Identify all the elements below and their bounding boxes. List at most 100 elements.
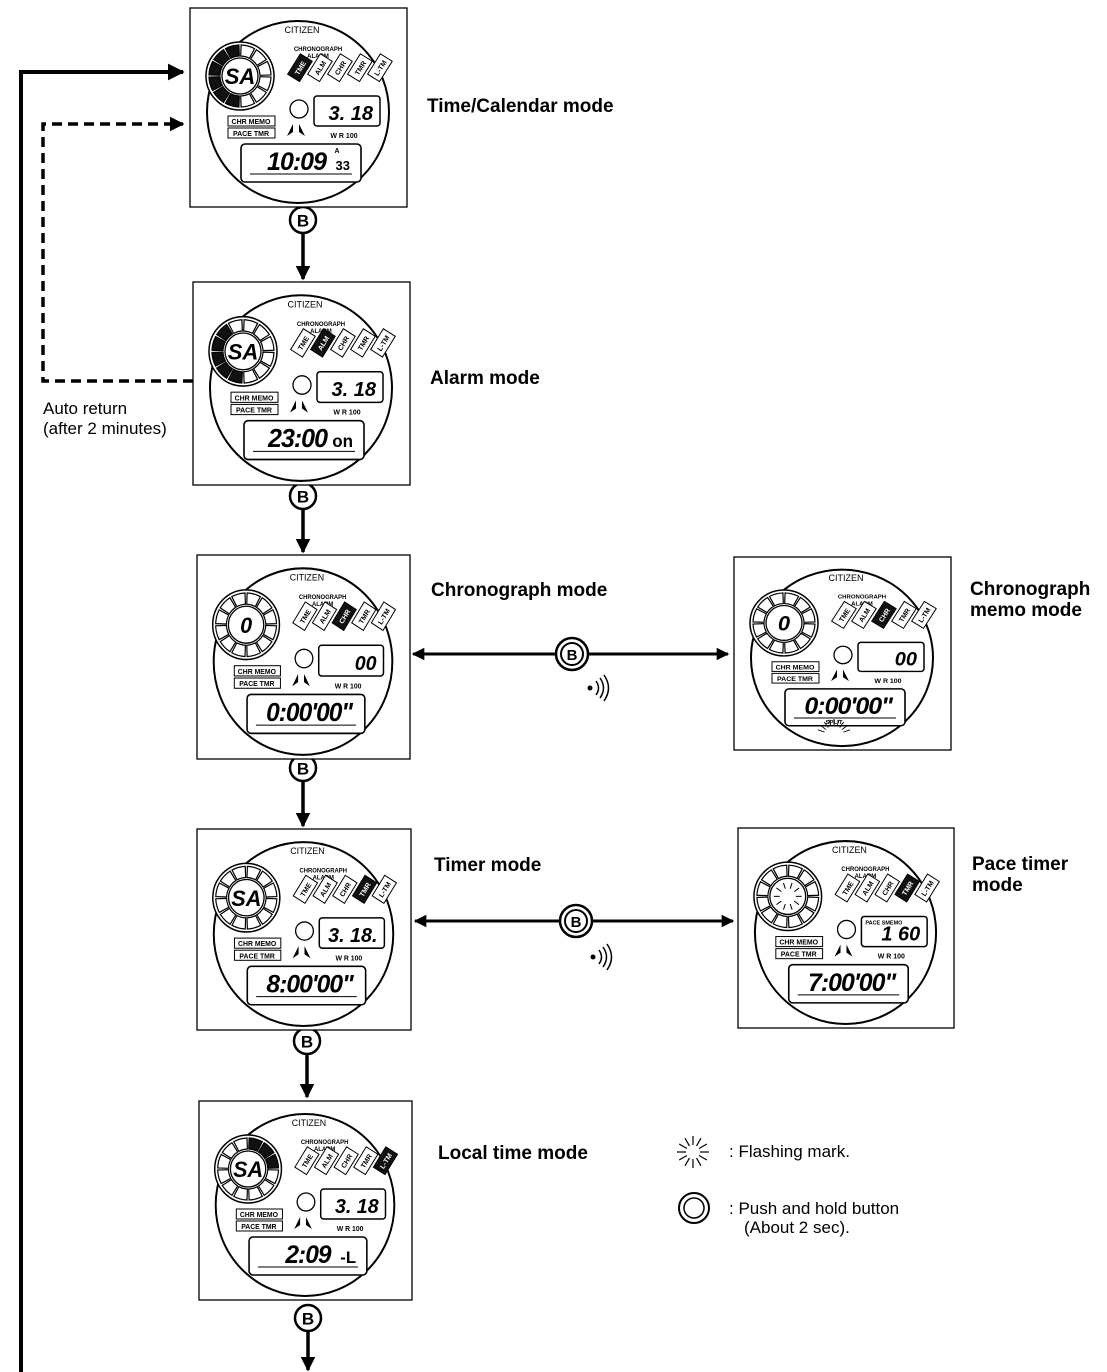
sound-icon	[587, 674, 610, 702]
logo-icon	[294, 1217, 312, 1229]
am-indicator: A	[334, 148, 339, 155]
wr-label: W R 100	[335, 955, 362, 962]
mode-tab-box	[353, 1146, 379, 1176]
ring-segment	[756, 596, 775, 614]
brand-text: CITIZEN	[290, 572, 324, 582]
mode-tab-box	[329, 328, 356, 358]
watch-timer: SACITIZENCHRONOGRAPHALARMTMEALMCHRTMRL-T…	[196, 828, 412, 1031]
flash-ray	[698, 1154, 708, 1161]
flash-ray	[695, 1137, 702, 1147]
ring-segment	[212, 85, 231, 104]
mode-tab: TMR	[894, 873, 921, 903]
ring-segment	[219, 907, 237, 926]
ring-segment	[252, 323, 271, 342]
label-chrono-memo-line1: Chronograph	[970, 579, 1091, 600]
date-text: 1 60	[881, 923, 920, 945]
chr-memo-box	[235, 1208, 283, 1220]
mode-tab-box	[834, 873, 861, 903]
ring-center-text: SA	[233, 1157, 263, 1182]
ring-segment	[240, 92, 256, 108]
pace-tmr-label: PACE TMR	[239, 953, 274, 960]
display-suffix: on	[332, 431, 353, 451]
label-time-mode: Time/Calendar mode	[427, 96, 614, 117]
ring-segment	[215, 897, 230, 914]
legend-push-hold-line2: (About 2 sec).	[744, 1218, 850, 1237]
button-b-hold-1: B	[554, 636, 590, 672]
logo-icon	[292, 673, 310, 687]
button-b-label: B	[571, 914, 582, 931]
flash-ray	[836, 719, 840, 727]
logo-icon	[290, 400, 308, 413]
mode-tab-box	[349, 328, 376, 358]
ring-segment	[255, 634, 273, 653]
flash-ray	[782, 903, 786, 910]
dial-line1: CHRONOGRAPH	[294, 47, 342, 53]
button-b-hold-2: B	[558, 903, 594, 939]
ring-segment	[246, 592, 262, 608]
ring-segment	[259, 335, 275, 352]
mode-tab-box	[309, 328, 336, 358]
legend-push-hold-line1: : Push and hold button	[729, 1199, 900, 1218]
mode-tab-box	[894, 873, 921, 903]
ring-segment	[215, 323, 234, 342]
main-display	[243, 419, 365, 461]
label-local-mode: Local time mode	[438, 1143, 588, 1164]
ring-segment	[756, 632, 775, 650]
ring-segment	[752, 623, 768, 638]
watch-chrono-memo: 0CITIZENCHRONOGRAPHALARMTMEALMCHRTMRL-TM…	[733, 556, 952, 751]
wr-label: W R 100	[878, 954, 905, 961]
mode-tab: ALM	[312, 874, 338, 905]
pace-tmr-box	[233, 677, 281, 689]
ring-segment	[240, 44, 256, 60]
ring-center-text: SA	[231, 886, 261, 911]
pace-tmr-box	[235, 1220, 283, 1232]
mode-tab: TMR	[353, 1146, 379, 1176]
pace-tmr-box	[771, 672, 820, 684]
wr-label: W R 100	[337, 1226, 364, 1233]
mode-tab-box	[369, 328, 396, 358]
ring-segment	[208, 76, 224, 92]
wr-label: W R 100	[874, 678, 901, 685]
ring-segment	[208, 60, 224, 76]
flash-ray	[820, 725, 827, 730]
mode-tab-box	[351, 874, 378, 905]
ring-segment	[215, 361, 234, 380]
date-display	[316, 371, 384, 404]
mode-tab: CHR	[332, 874, 358, 905]
mode-tab-box	[890, 600, 917, 630]
mode-tab: L-TM	[372, 1146, 399, 1176]
ring-segment	[246, 914, 262, 930]
ring-segment	[249, 85, 268, 104]
button-b-label: B	[567, 647, 578, 664]
mode-tab: TMR	[346, 53, 373, 83]
button-b-2: B	[288, 481, 318, 511]
ring-segment	[221, 1178, 239, 1197]
pace-tmr-label: PACE TMR	[241, 1224, 276, 1231]
flash-ray	[678, 1143, 688, 1150]
ring-center	[765, 604, 803, 642]
mode-tab: TMR	[351, 601, 377, 632]
ring-segment	[804, 880, 820, 897]
mode-tab: ALM	[313, 1146, 340, 1176]
ring-segment	[768, 592, 784, 607]
date-display	[317, 644, 385, 677]
ring-segment	[231, 914, 247, 930]
date-text: 3. 18.	[328, 925, 377, 947]
flash-ray	[776, 900, 782, 906]
ring-segment	[800, 623, 816, 638]
flash-ray	[823, 721, 829, 728]
ring-segment	[257, 1178, 275, 1197]
pace-tmr-label: PACE TMR	[233, 131, 269, 138]
flash-ray	[684, 1137, 691, 1147]
brand-text: CITIZEN	[292, 1118, 326, 1128]
ring-segment	[255, 907, 274, 926]
wr-label: W R 100	[333, 410, 360, 417]
ring-center	[221, 57, 259, 95]
main-display-text: 7:00'00"	[808, 969, 897, 997]
mode-tab: TME	[292, 874, 319, 905]
legend-flashing-text: : Flashing mark.	[729, 1142, 850, 1161]
display-seconds: 33	[336, 158, 350, 173]
button-b-5: B	[293, 1303, 323, 1333]
pace-tmr-label: PACE TMR	[781, 952, 817, 959]
